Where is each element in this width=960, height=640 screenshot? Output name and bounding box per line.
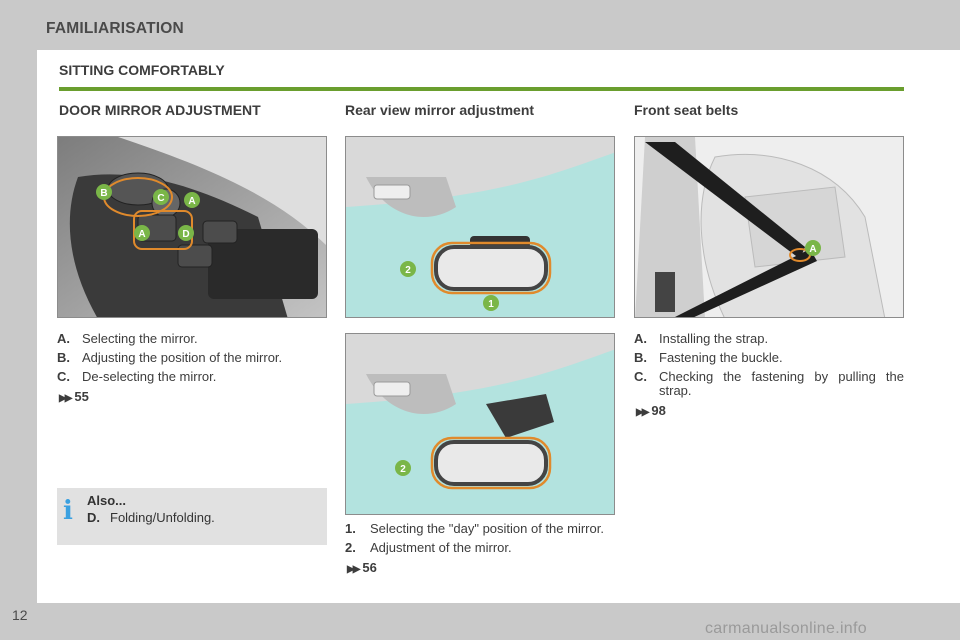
page-number: 12 <box>12 607 28 623</box>
seat-belt-photo: A <box>634 136 904 318</box>
rear-view-mirror-photo-bottom: 2 <box>345 333 615 515</box>
callout-d: D <box>178 225 194 241</box>
page-reference[interactable]: ▶▶56 <box>347 560 377 575</box>
rear-view-mirror-photo-top: 2 1 <box>345 136 615 318</box>
list-item: B.Fastening the buckle. <box>634 350 783 365</box>
callout-2: 2 <box>395 460 411 476</box>
callout-a: A <box>805 240 821 256</box>
callout-1: 1 <box>483 295 499 311</box>
rear-view-list: 1.Selecting the "day" position of the mi… <box>345 521 615 576</box>
watermark: carmanualsonline.info <box>705 620 867 637</box>
info-box: i Also... D.Folding/Unfolding. <box>57 488 327 545</box>
callout-b: B <box>96 184 112 200</box>
svg-text:2: 2 <box>405 265 411 276</box>
svg-text:A: A <box>188 196 195 207</box>
door-mirror-list: A.Selecting the mirror. B.Adjusting the … <box>57 331 327 405</box>
list-item: B.Adjusting the position of the mirror. <box>57 350 283 365</box>
svg-text:A: A <box>809 244 816 255</box>
manual-page: SITTING COMFORTABLY DOOR MIRROR ADJUSTME… <box>37 50 960 603</box>
info-title: Also... <box>87 493 127 508</box>
callout-c: C <box>153 189 169 205</box>
seat-belt-list: A.Installing the strap. B.Fastening the … <box>634 331 904 419</box>
section-title: SITTING COMFORTABLY <box>59 62 225 78</box>
section-divider <box>59 87 904 91</box>
forward-arrow-icon: ▶▶ <box>59 393 72 404</box>
page-reference[interactable]: ▶▶55 <box>59 389 89 404</box>
list-item: A.Installing the strap. <box>634 331 769 346</box>
callout-a-left: A <box>134 225 150 241</box>
svg-text:C: C <box>157 193 164 204</box>
callout-a-right: A <box>184 192 200 208</box>
door-mirror-title: DOOR MIRROR ADJUSTMENT <box>59 102 261 118</box>
svg-text:A: A <box>138 229 145 240</box>
seat-belts-title: Front seat belts <box>634 102 739 118</box>
door-mirror-control-photo: B C A A D <box>57 136 327 318</box>
rear-view-title: Rear view mirror adjustment <box>345 102 535 118</box>
callout-2: 2 <box>400 261 416 277</box>
list-item: A.Selecting the mirror. <box>57 331 198 346</box>
list-item: C.De-selecting the mirror. <box>57 369 217 384</box>
svg-text:2: 2 <box>400 464 406 475</box>
svg-text:B: B <box>100 188 107 199</box>
forward-arrow-icon: ▶▶ <box>347 564 360 575</box>
page-reference[interactable]: ▶▶98 <box>636 403 666 418</box>
svg-text:1: 1 <box>488 299 494 310</box>
info-icon: i <box>63 496 73 526</box>
svg-text:D: D <box>182 229 189 240</box>
list-item: 2.Adjustment of the mirror. <box>345 540 512 555</box>
page-header-title: FAMILIARISATION <box>46 20 184 37</box>
info-item: D.Folding/Unfolding. <box>87 510 215 525</box>
list-item: 1.Selecting the "day" position of the mi… <box>345 521 604 536</box>
list-item: C.Checking the fastening by pulling the … <box>634 369 904 398</box>
forward-arrow-icon: ▶▶ <box>636 407 649 418</box>
